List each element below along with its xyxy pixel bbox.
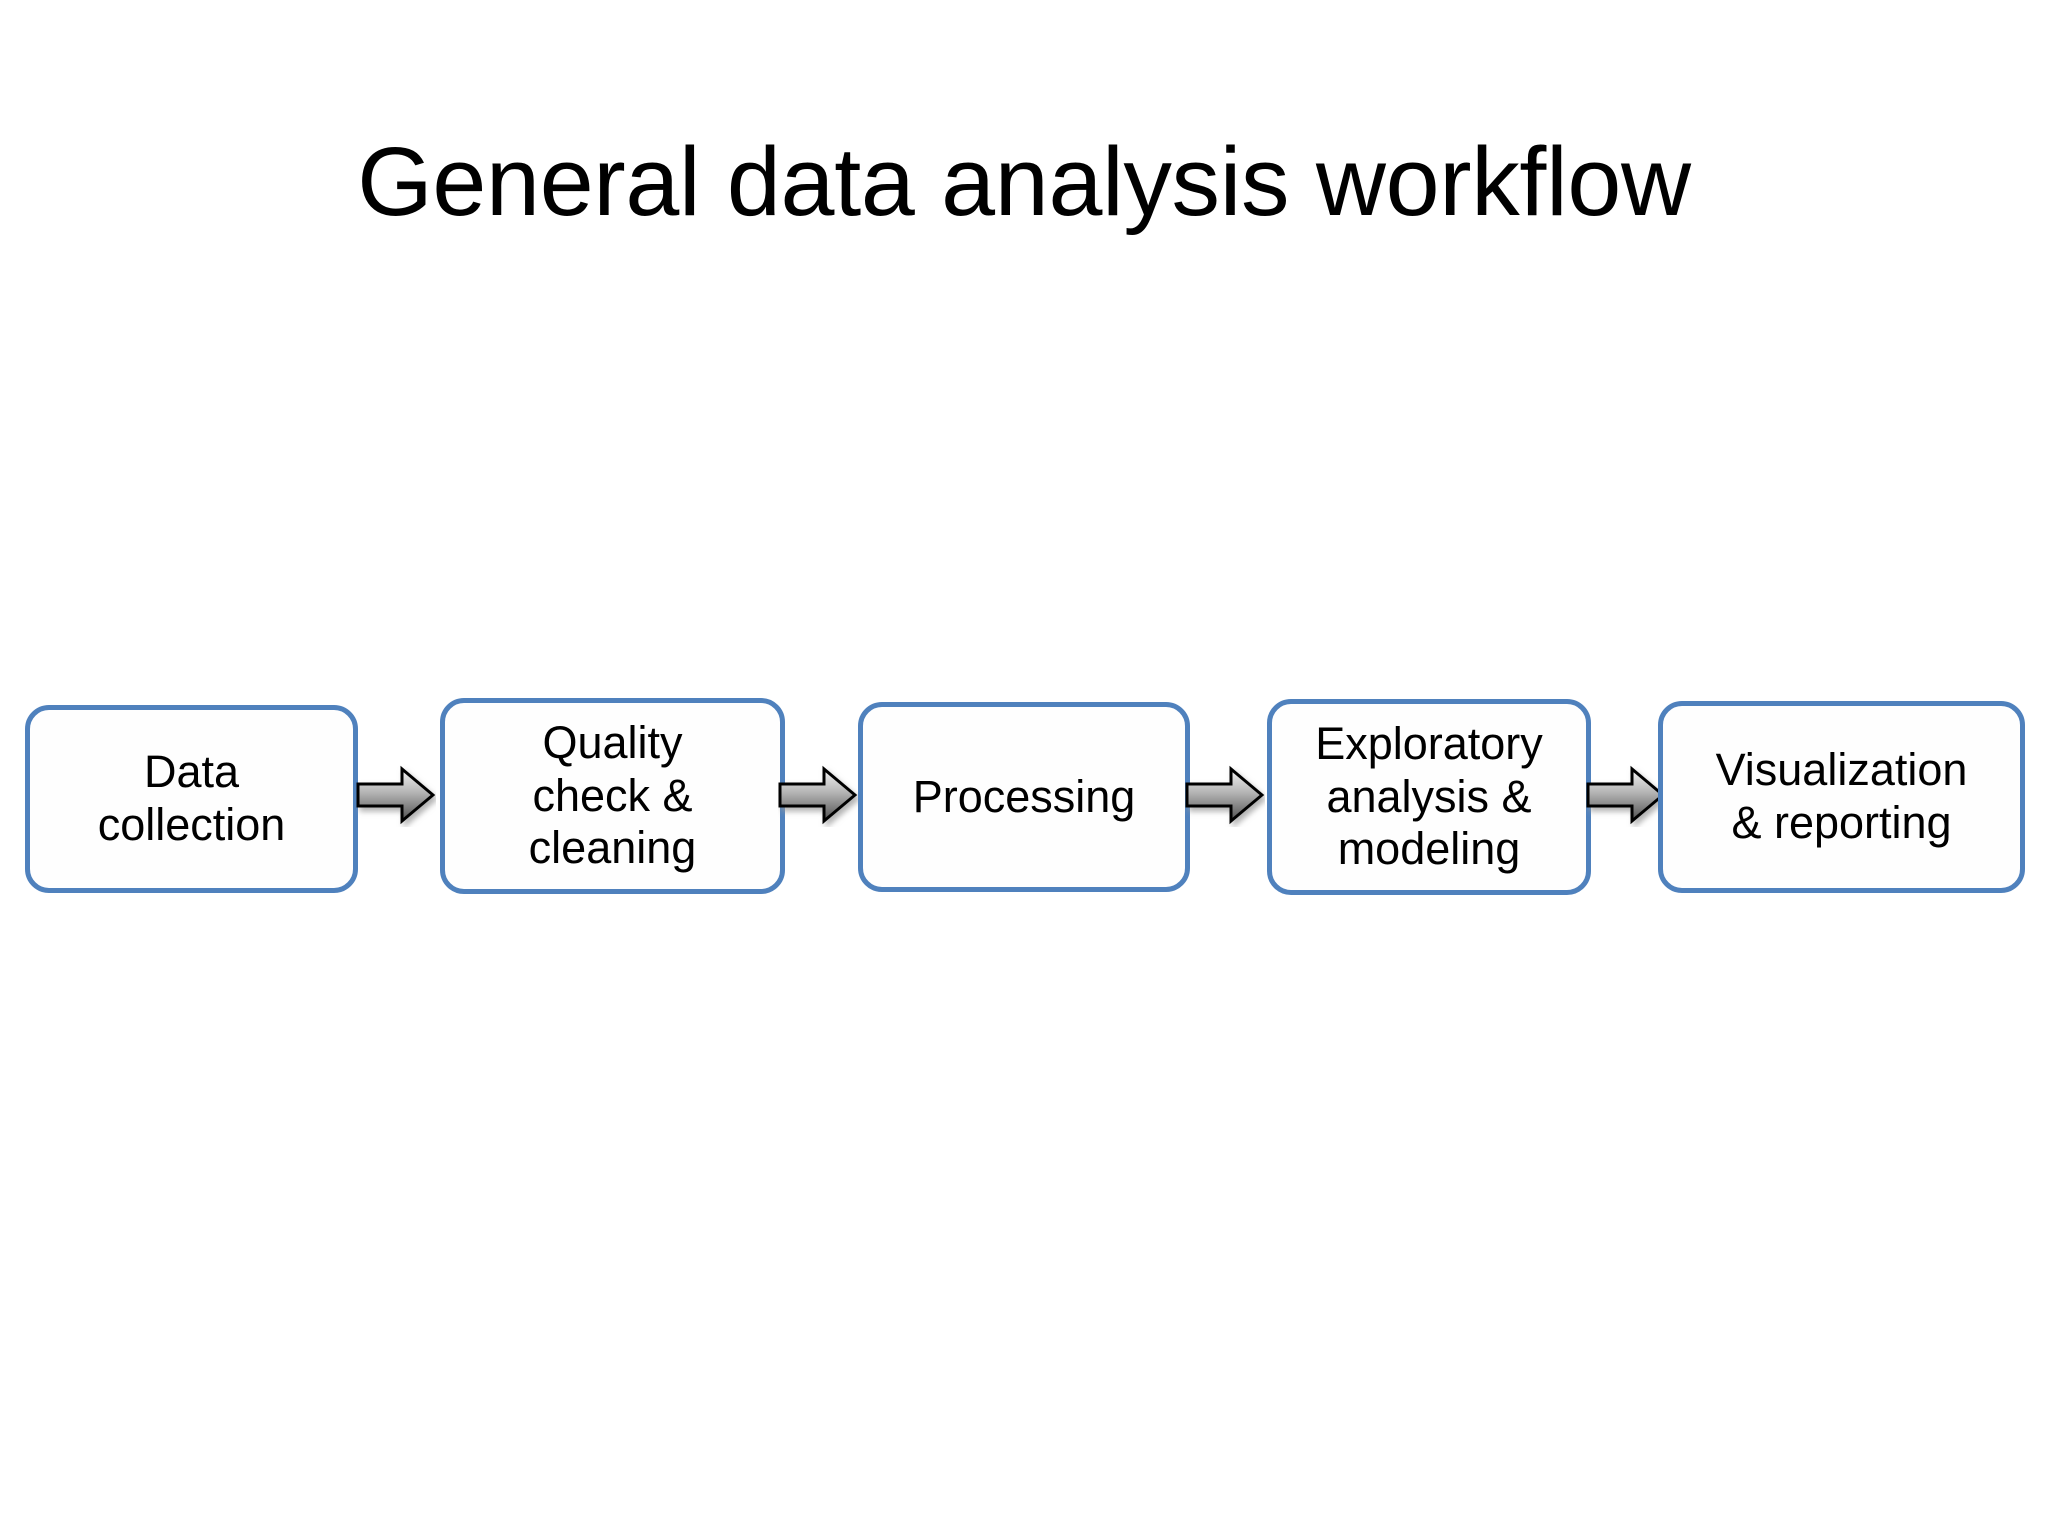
page-title: General data analysis workflow — [357, 127, 1691, 236]
flow-node-visualization-reporting[interactable]: Visualization& reporting — [1658, 701, 2025, 893]
flow-arrow-right-icon — [1586, 763, 1666, 827]
flow-node-line-2: check & — [532, 769, 693, 821]
flow-node-line-2: analysis & — [1326, 770, 1532, 822]
flow-node-line-1: Exploratory — [1315, 718, 1543, 770]
flow-node-processing[interactable]: Processing — [858, 702, 1190, 892]
flow-node-label: Processing — [912, 770, 1136, 822]
flow-node-line-1: Quality — [542, 717, 683, 769]
flow-node-label: Visualization& reporting — [1671, 744, 2012, 849]
flow-node-line-3: cleaning — [528, 822, 697, 874]
flow-arrow-right-icon — [778, 763, 858, 827]
flow-node-line-2: collection — [97, 799, 286, 850]
flow-node-line-1: Data — [143, 746, 240, 798]
flow-node-line-3: modeling — [1337, 823, 1521, 875]
flow-arrow-right-icon — [1185, 763, 1265, 827]
flow-arrow-right-icon — [356, 763, 436, 827]
flow-node-line-1: Visualization — [1715, 744, 1968, 796]
flow-node-line-2: & reporting — [1731, 797, 1952, 848]
